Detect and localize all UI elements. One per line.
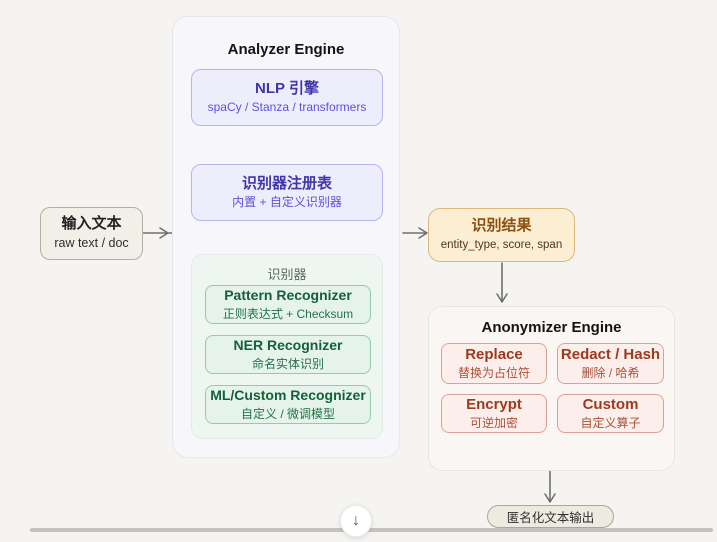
anonymizer-engine-container: Anonymizer Engine Replace 替换为占位符 Redact … [428,306,675,471]
redact-hash-operator-subtitle: 删除 / 哈希 [581,366,640,381]
scroll-down-icon: ↓ [352,512,360,529]
replace-operator-node: Replace 替换为占位符 [441,343,547,384]
analyzer-engine-container: Analyzer Engine NLP 引擎 spaCy / Stanza / … [172,16,400,458]
encrypt-operator-title: Encrypt [466,395,522,413]
arrow-result-to-anonymizer [496,262,508,303]
recognition-result-title: 识别结果 [471,217,532,235]
recognition-result-node: 识别结果 entity_type, score, span [428,208,575,262]
ner-recognizer-subtitle: 命名实体识别 [251,356,324,371]
analyzer-engine-title: Analyzer Engine [227,41,345,58]
ner-recognizer-title: NER Recognizer [233,337,343,354]
arrow-anonymizer-to-output [544,470,556,503]
scroll-down-button[interactable]: ↓ [340,505,372,537]
input-text-subtitle: raw text / doc [54,236,129,251]
recognizer-registry-node: 识别器注册表 内置 + 自定义识别器 [191,164,383,221]
input-text-title: 输入文本 [61,215,122,233]
custom-operator-node: Custom 自定义算子 [557,394,664,433]
pattern-recognizer-node: Pattern Recognizer 正则表达式 + Checksum [205,285,371,324]
anonymized-output-title: 匿名化文本输出 [506,511,595,525]
replace-operator-subtitle: 替换为占位符 [457,366,530,381]
ml-custom-recognizer-subtitle: 自定义 / 微调模型 [240,406,335,421]
anonymizer-engine-title: Anonymizer Engine [481,319,622,336]
input-text-node: 输入文本 raw text / doc [40,207,143,260]
recognizers-group-label: 识别器 [267,267,307,282]
recognition-result-subtitle: entity_type, score, span [440,239,563,252]
nlp-engine-title: NLP 引擎 [255,79,319,97]
redact-hash-operator-title: Redact / Hash [560,345,661,363]
anonymized-output-node: 匿名化文本输出 [487,505,614,528]
ml-custom-recognizer-node: ML/Custom Recognizer 自定义 / 微调模型 [205,385,371,424]
arrow-analyzer-to-result [402,227,428,239]
encrypt-operator-subtitle: 可逆加密 [469,416,518,431]
replace-operator-title: Replace [465,345,523,363]
custom-operator-subtitle: 自定义算子 [580,416,641,431]
recognizers-group: 识别器 Pattern Recognizer 正则表达式 + Checksum … [191,254,383,439]
nlp-engine-subtitle: spaCy / Stanza / transformers [207,100,367,115]
pattern-recognizer-subtitle: 正则表达式 + Checksum [222,306,354,321]
encrypt-operator-node: Encrypt 可逆加密 [441,394,547,433]
redact-hash-operator-node: Redact / Hash 删除 / 哈希 [557,343,664,384]
ml-custom-recognizer-title: ML/Custom Recognizer [210,387,366,404]
horizontal-scrollbar-thumb[interactable] [30,528,713,532]
ner-recognizer-node: NER Recognizer 命名实体识别 [205,335,371,374]
recognizer-registry-subtitle: 内置 + 自定义识别器 [232,195,342,210]
recognizer-registry-title: 识别器注册表 [241,174,332,192]
nlp-engine-node: NLP 引擎 spaCy / Stanza / transformers [191,69,383,126]
pattern-recognizer-title: Pattern Recognizer [224,287,352,304]
custom-operator-title: Custom [582,395,639,413]
